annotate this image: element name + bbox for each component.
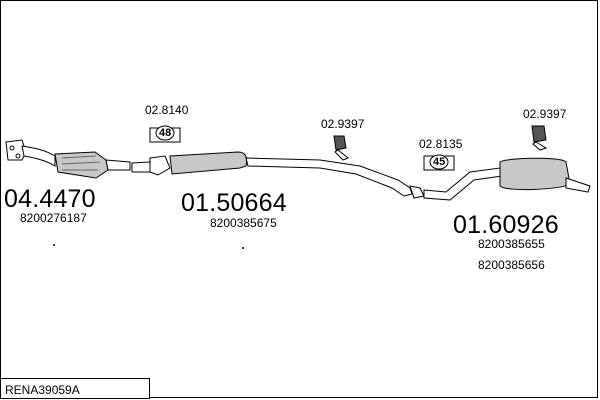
- reference-code: RENA39059A: [5, 383, 80, 397]
- separator-dot: [53, 244, 55, 246]
- rear-silencer: [409, 157, 591, 201]
- clamp-48-icon: [149, 125, 181, 143]
- clamp-b-size: 45: [433, 156, 446, 168]
- separator-dot: [242, 247, 244, 249]
- middle-silencer-oem-1: 8200385675: [210, 216, 277, 230]
- catalytic-converter: [21, 145, 131, 179]
- rubber-hanger-icon: [333, 135, 349, 161]
- hanger-b-code: 02.9397: [523, 107, 567, 121]
- rear-silencer-oem-2: 8200385656: [478, 258, 545, 272]
- rear-silencer-oem-1: 8200385655: [478, 237, 545, 251]
- clamp-45-icon: [423, 154, 455, 171]
- downpipe-oem-1: 8200276187: [20, 211, 87, 225]
- clamp-a-code: 02.8140: [145, 103, 189, 117]
- hanger-a-code: 02.9397: [321, 117, 365, 131]
- middle-silencer: [131, 151, 413, 197]
- clamp-a-size: 48: [159, 127, 172, 139]
- rubber-hanger-icon: [531, 125, 548, 151]
- clamp-b-code: 02.8135: [419, 137, 463, 151]
- front-flange: [5, 139, 27, 161]
- middle-silencer-code: 01.50664: [181, 189, 287, 217]
- reference-box: RENA39059A: [0, 378, 150, 399]
- downpipe-code: 04.4470: [4, 185, 96, 213]
- rear-silencer-code: 01.60926: [453, 211, 559, 239]
